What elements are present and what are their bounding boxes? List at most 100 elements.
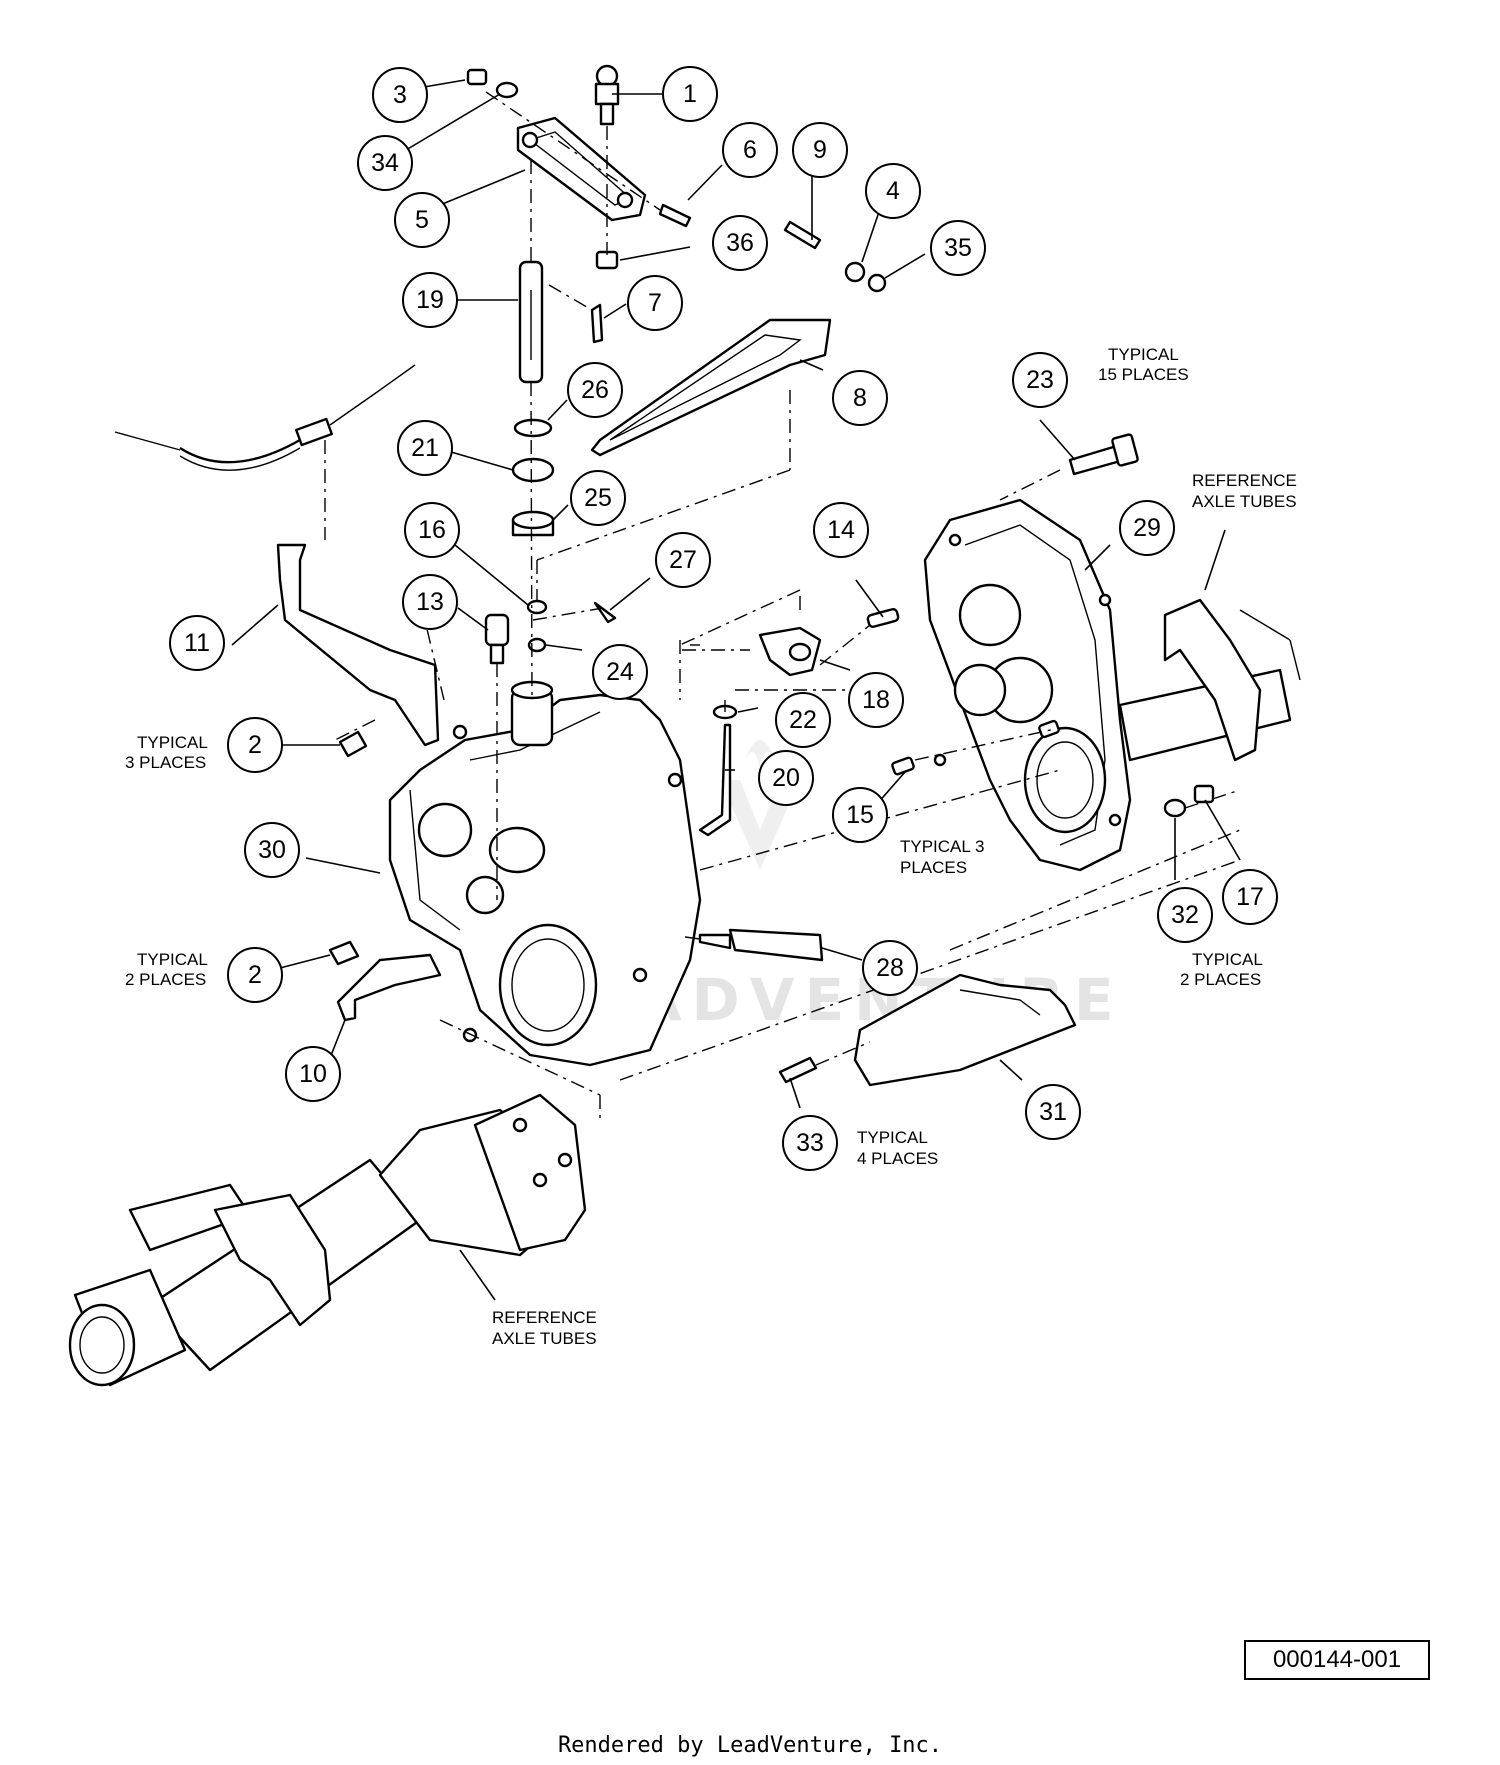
skid-plate-part [853,973,1077,1087]
transaxle-cover-part [923,498,1132,872]
o-ring-part [526,599,548,615]
callout-6: 6 [722,122,778,178]
svg-text:8: 8 [853,384,867,412]
svg-text:14: 14 [827,516,855,544]
svg-text:27: 27 [669,546,697,574]
callout-9: 9 [792,122,848,178]
bolt-9-part [783,220,822,250]
svg-text:TYPICAL: TYPICAL [1108,345,1179,364]
bolt-2-lower-part [328,940,360,966]
callout-18: 18 [848,672,904,728]
mount-bracket-part [336,953,442,1022]
note-typical-3-places-center: TYPICAL 3 PLACES [900,837,984,877]
callout-2-lower: 2 [227,947,283,1003]
callout-19: 19 [402,272,458,328]
callout-11: 11 [169,615,225,671]
callout-24: 24 [592,644,648,700]
svg-text:26: 26 [581,376,609,404]
svg-text:REFERENCE: REFERENCE [492,1308,597,1327]
callout-34: 34 [357,135,413,191]
washer-32-part [1163,798,1187,818]
shift-lever-part [516,116,647,222]
callout-13: 13 [402,574,458,630]
svg-text:34: 34 [371,149,399,177]
callout-15: 15 [832,787,888,843]
svg-text:REFERENCE: REFERENCE [1192,471,1297,490]
callout-8: 8 [832,370,888,426]
detent-rod-part [698,723,732,837]
callout-29: 29 [1119,500,1175,556]
sealant-tube-part [684,928,824,962]
svg-text:4: 4 [886,177,900,205]
callout-22: 22 [775,692,831,748]
note-typical-3-places-left: TYPICAL 3 PLACES [125,733,208,772]
svg-text:AXLE TUBES: AXLE TUBES [1192,492,1297,511]
svg-text:TYPICAL: TYPICAL [1192,950,1263,969]
svg-text:36: 36 [726,229,754,257]
roll-pin-part [866,608,900,628]
svg-text:32: 32 [1171,901,1199,929]
cotter-pin-part [593,601,617,624]
callout-28: 28 [862,940,918,996]
svg-text:9: 9 [813,136,827,164]
svg-text:18: 18 [862,686,890,714]
svg-text:23: 23 [1026,366,1054,394]
callout-35: 35 [930,220,986,276]
svg-text:20: 20 [772,764,800,792]
shift-shaft-part [518,260,544,384]
bolt-2-upper-part [338,730,368,758]
svg-text:7: 7 [648,289,662,317]
leader-lines [231,79,1241,1301]
washer-4-part [844,261,866,283]
note-reference-axle-tubes-left: REFERENCE AXLE TUBES [492,1308,597,1348]
callout-26: 26 [567,362,623,418]
bracket-part [590,318,832,457]
bolt-33-part [778,1056,818,1084]
svg-text:3: 3 [393,81,407,109]
drawing-number-box: 000144-001 [1244,1640,1430,1680]
svg-text:4 PLACES: 4 PLACES [857,1149,938,1168]
cable-bracket-part [276,543,440,747]
svg-text:3 PLACES: 3 PLACES [125,753,206,772]
transaxle-case-part [388,680,702,1067]
svg-text:13: 13 [416,588,444,616]
callout-16: 16 [404,502,460,558]
svg-text:10: 10 [299,1060,327,1088]
svg-text:AXLE TUBES: AXLE TUBES [492,1329,597,1348]
svg-text:5: 5 [415,206,429,234]
svg-text:28: 28 [876,954,904,982]
svg-text:30: 30 [258,836,286,864]
svg-text:21: 21 [411,434,439,462]
callout-32: 32 [1157,887,1213,943]
svg-text:16: 16 [418,516,446,544]
svg-text:24: 24 [606,658,634,686]
svg-text:2 PLACES: 2 PLACES [125,970,206,989]
note-typical-15-places: TYPICAL 15 PLACES [1098,345,1189,384]
note-reference-axle-tubes-right: REFERENCE AXLE TUBES [1192,471,1297,511]
footer-credit: Rendered by LeadVenture, Inc. [557,1733,943,1758]
svg-text:TYPICAL: TYPICAL [857,1128,928,1147]
svg-text:33: 33 [796,1129,824,1157]
svg-text:15 PLACES: 15 PLACES [1098,365,1189,384]
bolt-17-part [1193,784,1215,804]
svg-text:TYPICAL 3: TYPICAL 3 [900,837,984,856]
callout-31: 31 [1025,1084,1081,1140]
svg-text:35: 35 [944,234,972,262]
callout-25: 25 [570,470,626,526]
callout-30: 30 [244,822,300,878]
shift-cable-part [114,364,416,471]
washer-part [495,81,519,99]
note-typical-2-places-left: TYPICAL 2 PLACES [125,950,208,989]
callout-7: 7 [627,275,683,331]
callout-3: 3 [372,67,428,123]
svg-text:11: 11 [184,629,210,657]
svg-text:17: 17 [1236,883,1264,911]
nut-part [466,68,488,86]
note-typical-4-places: TYPICAL 4 PLACES [857,1128,938,1168]
svg-text:2: 2 [248,961,262,989]
callout-2-upper: 2 [227,717,283,773]
left-axle-tube-part [68,1093,587,1387]
dowel-part [891,756,915,776]
callout-27: 27 [655,532,711,588]
